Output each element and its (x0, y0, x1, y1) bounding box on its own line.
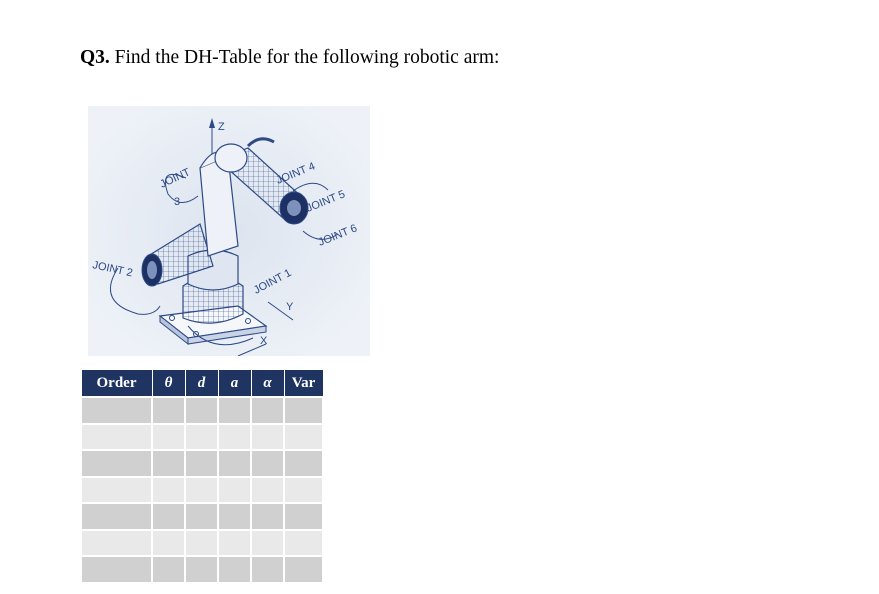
cell-d[interactable] (184, 502, 219, 531)
cell-a[interactable] (217, 502, 252, 531)
cell-var[interactable] (283, 502, 324, 531)
header-var: Var (283, 369, 324, 398)
header-a: a (217, 369, 252, 398)
cell-order[interactable] (80, 422, 153, 451)
cell-order[interactable] (80, 449, 153, 478)
cell-d[interactable] (184, 396, 219, 425)
header-alpha: α (250, 369, 285, 398)
cell-var[interactable] (283, 528, 324, 557)
forearm (214, 137, 309, 225)
cell-alpha[interactable] (250, 555, 285, 584)
header-d: d (184, 369, 219, 398)
x-axis-label: X (260, 335, 268, 347)
table-row (80, 475, 324, 504)
cell-a[interactable] (217, 449, 252, 478)
cell-theta[interactable] (151, 502, 186, 531)
table-row (80, 555, 324, 584)
cell-alpha[interactable] (250, 528, 285, 557)
header-order: Order (80, 369, 153, 398)
cell-a[interactable] (217, 475, 252, 504)
cell-var[interactable] (283, 449, 324, 478)
xy-axes: X Y (237, 301, 294, 356)
cell-theta[interactable] (151, 528, 186, 557)
dh-table: Order θ d a α Var (80, 369, 324, 584)
cell-alpha[interactable] (250, 502, 285, 531)
table-row (80, 449, 324, 478)
cell-a[interactable] (217, 422, 252, 451)
cell-theta[interactable] (151, 475, 186, 504)
table-row (80, 502, 324, 531)
dh-table-header-row: Order θ d a α Var (80, 369, 324, 398)
shoulder-joint (141, 223, 214, 287)
cell-d[interactable] (184, 555, 219, 584)
question-text: Q3. Find the DH-Table for the following … (80, 47, 499, 69)
cell-alpha[interactable] (250, 449, 285, 478)
cell-order[interactable] (80, 475, 153, 504)
question-number: Q3. (80, 47, 110, 68)
table-row (80, 422, 324, 451)
robot-arm-figure: Z JOINT 3 (88, 106, 370, 356)
cell-order[interactable] (80, 555, 153, 584)
cell-d[interactable] (184, 528, 219, 557)
cell-alpha[interactable] (250, 396, 285, 425)
cell-alpha[interactable] (250, 422, 285, 451)
joint3-number: 3 (174, 196, 180, 208)
cell-d[interactable] (184, 449, 219, 478)
cell-theta[interactable] (151, 396, 186, 425)
z-axis-label: Z (218, 121, 225, 133)
table-row (80, 396, 324, 425)
cell-var[interactable] (283, 555, 324, 584)
y-axis-label: Y (286, 301, 294, 313)
cell-theta[interactable] (151, 449, 186, 478)
question-body: Find the DH-Table for the following robo… (114, 47, 500, 68)
cell-d[interactable] (184, 422, 219, 451)
dh-table-body (80, 396, 324, 584)
cell-var[interactable] (283, 422, 324, 451)
header-theta: θ (151, 369, 186, 398)
cell-a[interactable] (217, 396, 252, 425)
table-row (80, 528, 324, 557)
robot-base (158, 249, 268, 346)
cell-alpha[interactable] (250, 475, 285, 504)
joint-rotation-arrows (109, 174, 339, 346)
cell-a[interactable] (217, 528, 252, 557)
cell-theta[interactable] (151, 555, 186, 584)
cell-order[interactable] (80, 396, 153, 425)
cell-var[interactable] (283, 396, 324, 425)
cell-var[interactable] (283, 475, 324, 504)
cell-order[interactable] (80, 528, 153, 557)
cell-theta[interactable] (151, 422, 186, 451)
cell-a[interactable] (217, 555, 252, 584)
cell-d[interactable] (184, 475, 219, 504)
cell-order[interactable] (80, 502, 153, 531)
